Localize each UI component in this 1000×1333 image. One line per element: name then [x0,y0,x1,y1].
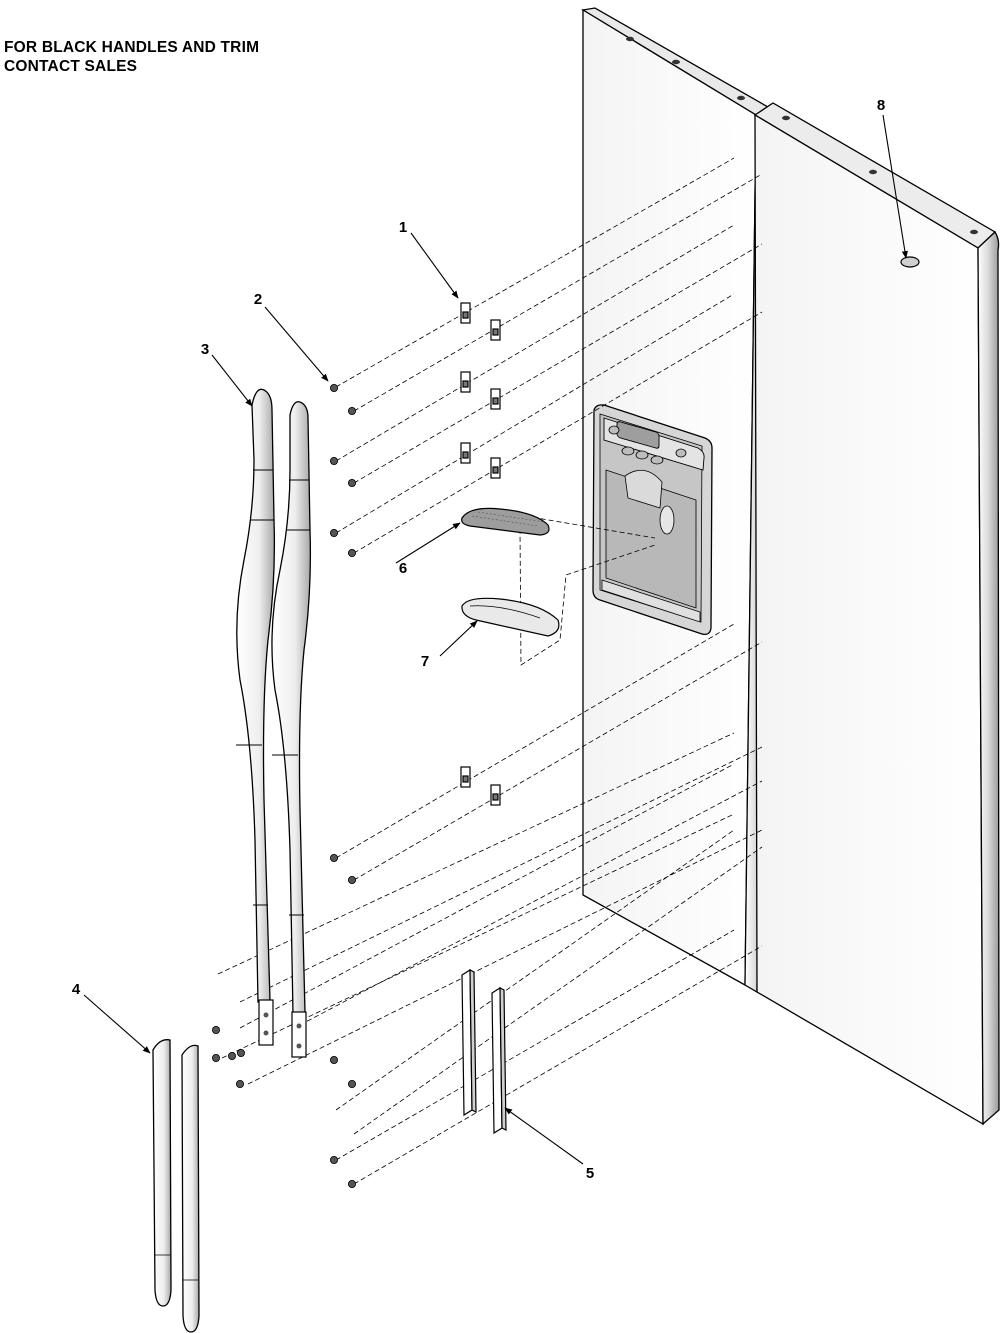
door-plug [900,256,920,268]
handle-clips [460,302,501,806]
screw [329,383,338,392]
callout-3: 3 [201,341,209,358]
screw [329,854,338,863]
ice-water-dispenser [592,404,713,636]
screw [347,549,356,558]
screw [227,1052,236,1061]
callout-6: 6 [399,560,407,577]
clip [460,442,471,464]
fresh-food-handle [271,401,312,1058]
screw [329,456,338,465]
callout-4: 4 [72,981,81,998]
callout-7: 7 [421,653,429,670]
screw [236,1049,245,1058]
clip [460,766,471,788]
screw [347,876,356,885]
handle-trims [152,1039,200,1333]
clip [490,388,501,410]
clip [460,302,471,324]
clip [490,457,501,479]
screw [329,1156,338,1165]
sales-note: FOR BLACK HANDLES AND TRIM CONTACT SALES [4,38,259,76]
callout-labels: 1 2 3 4 5 6 7 8 [72,97,885,1182]
screw [211,1026,220,1035]
screws [211,383,356,1189]
screw [347,1080,356,1089]
freezer-handle [236,388,276,1046]
clip [460,371,471,393]
fresh-food-door [753,102,1000,1126]
screw [329,529,338,538]
clip [490,784,501,806]
screw [347,1180,356,1189]
callout-2: 2 [254,291,262,308]
door-handles [236,388,312,1058]
screw [329,1056,338,1065]
screw [347,478,356,487]
callout-1: 1 [399,219,407,236]
sales-note-line1: FOR BLACK HANDLES AND TRIM [4,39,260,56]
callout-8: 8 [877,97,885,114]
callout-leaders [83,114,908,1165]
clip [490,319,501,341]
drip-tray [461,597,560,637]
callout-5: 5 [586,1165,594,1182]
end-brackets [461,968,507,1135]
explosion-lines [217,157,763,1185]
drip-tray-grille [461,507,550,536]
screw [211,1054,220,1063]
screw [347,406,356,415]
sales-note-line2: CONTACT SALES [4,58,138,75]
screw [235,1080,244,1089]
